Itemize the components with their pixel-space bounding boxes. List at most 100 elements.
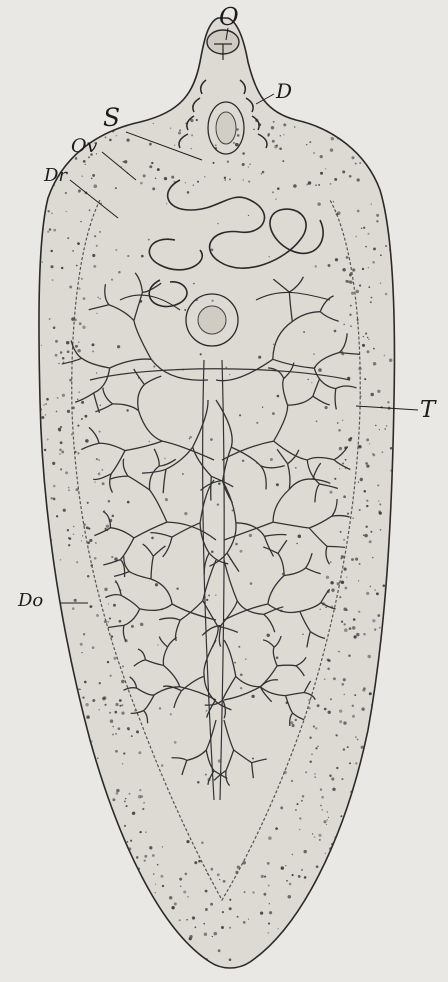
stipple-dot <box>290 929 292 931</box>
stipple-dot <box>341 683 344 686</box>
stipple-dot <box>110 675 112 677</box>
label-o: O <box>219 5 239 29</box>
stipple-dot <box>271 126 274 129</box>
stipple-dot <box>365 759 367 761</box>
stipple-dot <box>76 561 78 563</box>
stipple-dot <box>187 957 189 959</box>
stipple-dot <box>107 621 109 623</box>
stipple-dot <box>324 678 326 680</box>
stipple-dot <box>369 586 371 588</box>
stipple-dot <box>82 696 84 698</box>
stipple-dot <box>360 478 363 481</box>
stipple-dot <box>330 561 331 562</box>
stipple-dot <box>372 261 375 264</box>
stipple-dot <box>79 322 82 325</box>
stipple-dot <box>380 282 382 284</box>
stipple-dot <box>378 863 381 866</box>
stipple-dot <box>299 829 300 830</box>
stipple-dot <box>359 509 361 511</box>
stipple-dot <box>396 662 398 664</box>
stipple-dot <box>128 920 131 923</box>
stipple-dot <box>100 404 102 406</box>
stipple-dot <box>383 946 385 948</box>
stipple-dot <box>357 875 360 878</box>
stipple-dot <box>124 825 126 827</box>
stipple-dot <box>317 704 320 707</box>
stipple-dot <box>349 627 352 630</box>
stipple-dot <box>396 478 399 481</box>
stipple-dot <box>110 719 114 723</box>
stipple-dot <box>346 256 349 259</box>
stipple-dot <box>130 840 132 842</box>
stipple-dot <box>121 704 123 706</box>
stipple-dot <box>382 854 384 856</box>
stipple-dot <box>83 297 86 300</box>
stipple-dot <box>66 341 69 344</box>
stipple-dot <box>157 864 159 866</box>
stipple-dot <box>157 168 160 171</box>
stipple-dot <box>184 512 187 515</box>
stipple-dot <box>164 458 166 460</box>
stipple-dot <box>351 558 354 561</box>
stipple-dot <box>344 623 346 625</box>
stipple-dot <box>53 859 55 861</box>
stipple-dot <box>122 763 124 765</box>
stipple-dot <box>326 824 327 825</box>
stipple-dot <box>166 203 167 204</box>
stipple-dot <box>75 860 79 864</box>
stipple-dot <box>117 928 119 930</box>
stipple-dot <box>356 850 360 854</box>
stipple-dot <box>87 502 89 504</box>
stipple-dot <box>66 704 68 706</box>
stipple-dot <box>201 841 203 843</box>
stipple-dot <box>396 602 399 605</box>
stipple-dot <box>301 869 303 871</box>
stipple-dot <box>396 293 399 296</box>
stipple-dot <box>174 145 175 146</box>
stipple-dot <box>377 484 379 486</box>
stipple-dot <box>106 525 109 528</box>
stipple-dot <box>355 736 357 738</box>
stipple-dot <box>91 178 93 180</box>
stipple-dot <box>61 267 63 269</box>
stipple-dot <box>383 862 386 865</box>
canal-segment <box>277 665 296 666</box>
stipple-dot <box>395 134 398 137</box>
stipple-dot <box>331 777 334 780</box>
stipple-dot <box>48 873 51 876</box>
stipple-dot <box>282 160 284 162</box>
stipple-dot <box>361 929 362 930</box>
stipple-dot <box>347 513 349 515</box>
stipple-dot <box>53 485 56 488</box>
stipple-dot <box>55 823 58 826</box>
stipple-dot <box>349 175 352 178</box>
stipple-dot <box>76 909 79 912</box>
stipple-dot <box>50 250 52 252</box>
stipple-dot <box>126 910 129 913</box>
stipple-dot <box>311 382 312 383</box>
stipple-dot <box>318 368 322 372</box>
stipple-dot <box>380 812 381 813</box>
stipple-dot <box>348 654 350 656</box>
stipple-dot <box>162 885 164 887</box>
stipple-dot <box>223 880 226 883</box>
stipple-dot <box>277 395 280 398</box>
stipple-dot <box>155 883 156 884</box>
stipple-dot <box>364 378 366 380</box>
stipple-dot <box>86 526 89 529</box>
canal-segment <box>211 476 212 500</box>
stipple-dot <box>94 235 96 237</box>
stipple-dot <box>392 531 393 532</box>
stipple-dot <box>49 228 52 231</box>
stipple-dot <box>262 407 263 408</box>
stipple-dot <box>376 220 378 222</box>
stipple-dot <box>58 428 61 431</box>
stipple-dot <box>67 350 70 353</box>
stipple-dot <box>124 160 127 163</box>
stipple-dot <box>109 617 111 619</box>
stipple-dot <box>341 967 344 970</box>
stipple-dot <box>105 799 108 802</box>
stipple-dot <box>42 261 43 262</box>
stipple-dot <box>155 583 158 586</box>
